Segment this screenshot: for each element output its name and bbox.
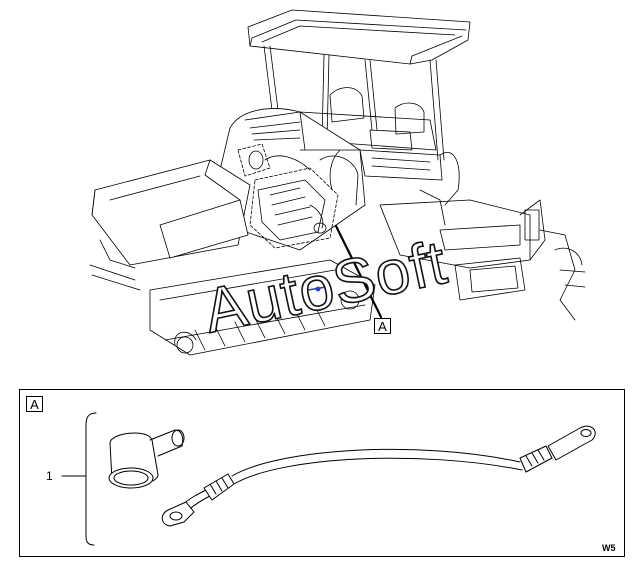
part-item-number: 1 [46, 469, 53, 483]
terminal-cap [108, 429, 185, 489]
battery-cable [161, 425, 596, 527]
callout-label-detail: A [26, 396, 43, 412]
hopper [89, 159, 251, 291]
crawler-track [149, 259, 376, 356]
machine-body [219, 108, 366, 251]
callout-label-main: A [374, 318, 391, 334]
battery-location-highlight [237, 143, 339, 249]
sheet-code: W5 [602, 543, 616, 553]
item-bracket [85, 412, 97, 546]
screed-assembly [379, 152, 586, 321]
callout-leader-line [334, 224, 383, 319]
canopy-roof [247, 9, 471, 65]
detail-panel: A 1 W5 [19, 389, 625, 557]
